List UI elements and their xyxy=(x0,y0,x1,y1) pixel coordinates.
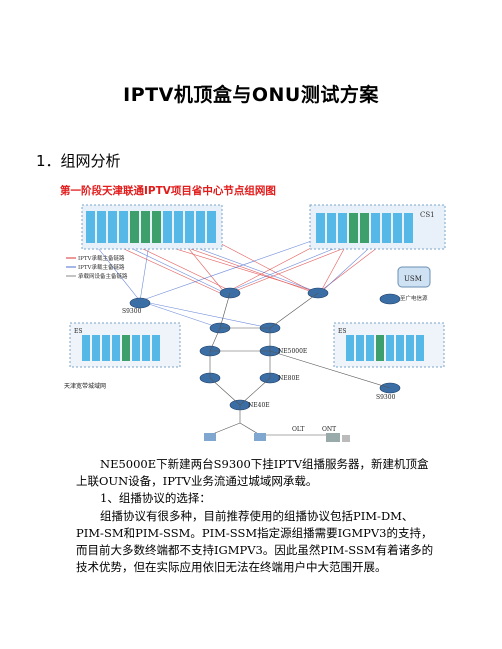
paragraph-3: 组播协议有很多种，目前推荐使用的组播协议包括PIM-DM、PIM-SM和PIM-… xyxy=(76,509,434,574)
legend-2: IPTV承载主备链路 xyxy=(78,263,125,271)
ont-label: ONT xyxy=(322,426,336,433)
es-right-label: ES xyxy=(338,328,347,335)
paragraph-1: NE5000E下新建两台S9300下挂IPTV组播服务器，新建机顶盒上联OUN设… xyxy=(76,457,429,488)
ne5000e-label: NE5000E xyxy=(278,348,307,355)
s9300-right-label: S9300 xyxy=(376,394,396,401)
s9300-left-label: S9300 xyxy=(122,308,142,315)
network-diagram: 第一阶段天津联通IPTV项目省中心节点组网图 CS1 xyxy=(60,183,450,451)
document-title: IPTV机顶盒与ONU测试方案 xyxy=(123,84,379,106)
ne80e-label: NE80E xyxy=(278,375,300,382)
legend-3: 承载网设备主备链路 xyxy=(78,272,128,280)
legend-1: IPTV承载主备链路 xyxy=(78,254,125,262)
es-left-label: ES xyxy=(74,328,83,335)
paragraph-2: 1、组播协议的选择： xyxy=(100,491,211,505)
cs1-label: CS1 xyxy=(420,211,435,219)
metro-network-label: 天津宽带城域网 xyxy=(64,382,106,390)
figure-title: 第一阶段天津联通IPTV项目省中心节点组网图 xyxy=(60,185,276,197)
olt-label: OLT xyxy=(292,426,304,433)
right-note: 至广电信源 xyxy=(400,294,428,302)
section-heading: 1．组网分析 xyxy=(36,152,121,170)
usm-label: USM xyxy=(404,275,422,283)
ne40e-label: NE40E xyxy=(248,402,270,409)
